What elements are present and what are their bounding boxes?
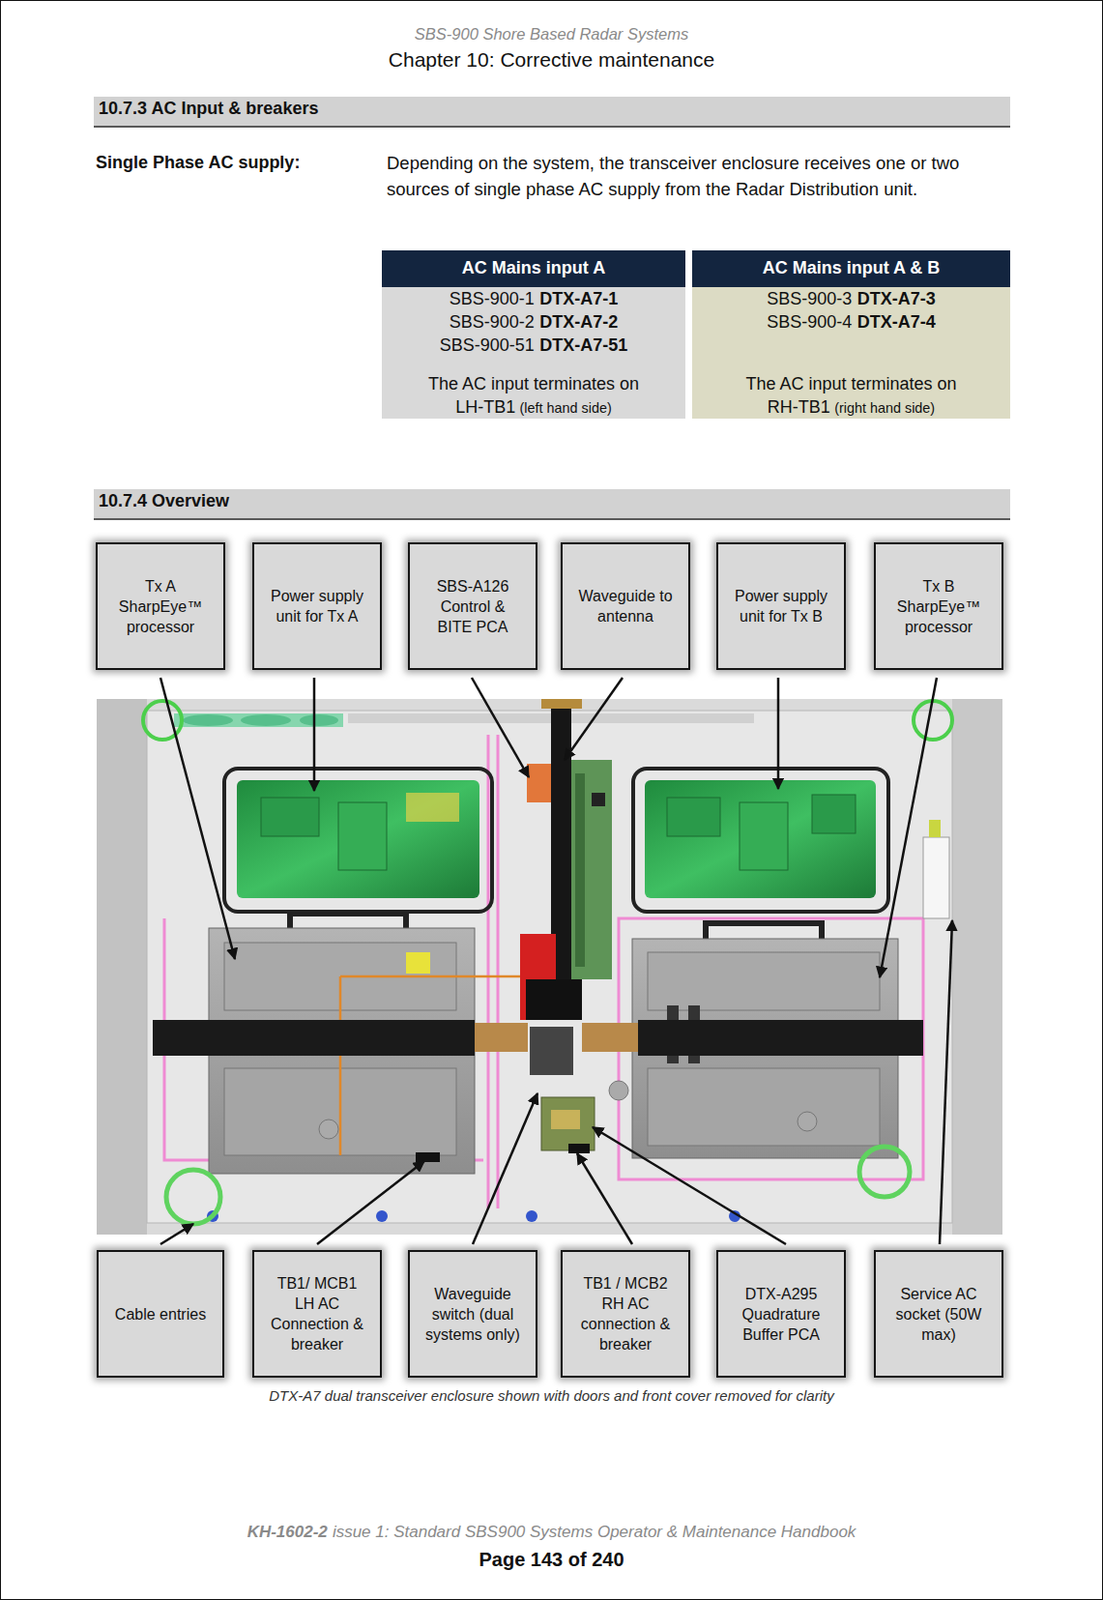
table-header: AC Mains input A & B [762,256,941,280]
text-line: Page 143 of 240 [0,1547,1103,1571]
callout-box: TB1 / MCB2 RH AC connection & breaker [560,1249,691,1378]
callout-text: Tx B SharpEye™ processor [887,576,990,638]
callout-text-holder: Tx A SharpEye™ processor [97,576,224,638]
callout-text: Cable entries [115,1304,206,1325]
table-cell: (right hand side) [834,396,935,420]
text-line: RH-TB1(right hand side) [692,395,1011,420]
table-cell: DTX-A7-4 [857,310,936,334]
table-cell: LH-TB1 [455,395,516,419]
callout-text-holder: Power supply unit for Tx A [254,585,380,627]
text-line: 10.7.3 AC Input & breakers [98,97,969,119]
callout-box: DTX-A295 Quadrature Buffer PCA [716,1249,846,1378]
field-label: Single Phase AC supply: [95,149,300,176]
callout-box: Tx B SharpEye™ processor [873,542,1004,670]
callout-text: SBS-A126 Control & BITE PCA [421,576,524,638]
running-header: SBS-900 Shore Based Radar Systems [414,24,689,44]
callout-text-holder: DTX-A295 Quadrature Buffer PCA [718,1283,844,1345]
table-cell-group: The AC input terminates onLH-TB1(left ha… [381,372,686,420]
text-line: Single Phase AC supply: [95,149,377,176]
table-cell: DTX-A7-3 [857,287,936,311]
body-text-group: Depending on the system, the transceiver… [386,149,996,203]
callout-box: Service AC socket (50W max) [873,1249,1004,1378]
callout-text: Tx A SharpEye™ processor [109,576,212,638]
table-cell: SBS-900-1 [449,287,535,311]
callout-box: Cable entries [96,1249,225,1378]
table-header-group: AC Mains input A & B [692,256,1011,280]
callout-box: TB1/ MCB1 LH AC Connection & breaker [252,1249,382,1378]
text-line: 10.7.4 Overview [98,490,969,512]
section-heading: 10.7.3 AC Input & breakers [98,97,319,119]
text-line: LH-TB1(left hand side) [381,395,686,420]
callout-box: SBS-A126 Control & BITE PCA [407,542,538,670]
section-heading: 10.7.4 Overview [98,490,230,512]
callout-text-holder: SBS-A126 Control & BITE PCA [409,576,536,638]
table-cell: SBS-900-4 [766,310,852,334]
page-number: Page 143 of 240 [478,1547,624,1571]
footer-text: issue 1: Standard SBS900 Systems Operato… [332,1521,856,1543]
text-line: The AC input terminates on [381,372,686,396]
text-line: AC Mains input A [381,256,686,280]
body-text: Depending on the system, the transceiver… [386,149,996,203]
callout-text: Service AC socket (50W max) [887,1283,990,1345]
text-line: KH-1602-2issue 1: Standard SBS900 System… [0,1521,1103,1543]
text-line: SBS-900 Shore Based Radar Systems [0,24,1103,44]
table-cell: SBS-900-3 [766,287,852,311]
callout-box: Waveguide to antenna [560,542,691,670]
table-cell: The AC input terminates on [745,372,957,396]
table-cell: RH-TB1 [767,395,831,419]
title-holder: Chapter 10: Corrective maintenance [0,47,1103,73]
table-cell: The AC input terminates on [428,372,639,396]
callout-box: Tx A SharpEye™ processor [95,542,226,670]
callout-text-holder: Waveguide to antenna [562,585,689,627]
chapter-title: Chapter 10: Corrective maintenance [0,47,1103,73]
running-header-group: SBS-900 Shore Based Radar Systems [0,24,1103,44]
callout-box: Power supply unit for Tx A [252,542,382,670]
callout-box: Power supply unit for Tx B [716,542,846,670]
table-cell-group: The AC input terminates onRH-TB1(right h… [692,372,1011,420]
table-cell: DTX-A7-2 [539,310,618,334]
table-cell: (left hand side) [520,396,612,420]
text-line: SBS-900-1DTX-A7-1 [381,287,686,311]
field-label-group: Single Phase AC supply: [95,149,377,176]
callout-box: Waveguide switch (dual systems only) [407,1249,538,1378]
callout-text: Waveguide switch (dual systems only) [421,1283,524,1345]
footer-text-group: KH-1602-2issue 1: Standard SBS900 System… [0,1521,1103,1543]
table-cell-group: SBS-900-3DTX-A7-3SBS-900-4DTX-A7-4 [692,287,1011,334]
table-cell-group: SBS-900-1DTX-A7-1SBS-900-2DTX-A7-2SBS-90… [381,287,686,357]
callout-text-holder: Tx B SharpEye™ processor [875,576,1002,638]
callout-text-holder: TB1 / MCB2 RH AC connection & breaker [562,1273,689,1355]
text-line: SBS-900-2DTX-A7-2 [381,310,686,334]
callout-text: Power supply unit for Tx A [265,585,369,627]
text-line: SBS-900-3DTX-A7-3 [692,287,1011,311]
table-cell: SBS-900-2 [449,310,535,334]
table-header-group: AC Mains input A [381,256,686,280]
table-header: AC Mains input A [462,256,606,280]
callout-text-holder: TB1/ MCB1 LH AC Connection & breaker [254,1273,380,1355]
callout-text: Waveguide to antenna [574,585,677,627]
text-line: The AC input terminates on [692,372,1011,396]
callout-text: Power supply unit for Tx B [729,585,833,627]
text-line: AC Mains input A & B [692,256,1011,280]
callout-text-holder: Service AC socket (50W max) [875,1283,1002,1345]
table-cell: SBS-900-51 [439,333,535,357]
table-cell: DTX-A7-51 [539,333,628,357]
page-number-group: Page 143 of 240 [0,1547,1103,1571]
text-line: Depending on the system, the transceiver… [386,149,996,203]
callout-text-holder: Cable entries [103,1304,218,1325]
callout-text: DTX-A295 Quadrature Buffer PCA [729,1283,833,1345]
callout-text-holder: Power supply unit for Tx B [718,585,844,627]
text-line: SBS-900-51DTX-A7-51 [381,333,686,357]
section-heading-group: 10.7.4 Overview [98,490,969,512]
footer-text: KH-1602-2 [247,1521,328,1543]
section-heading-group: 10.7.3 AC Input & breakers [98,97,969,119]
text-line: SBS-900-4DTX-A7-4 [692,310,1011,334]
caption-holder: DTX-A7 dual transceiver enclosure shown … [0,1387,1103,1405]
callout-text: TB1 / MCB2 RH AC connection & breaker [574,1273,677,1355]
figure-caption: DTX-A7 dual transceiver enclosure shown … [0,1387,1103,1405]
callout-text: TB1/ MCB1 LH AC Connection & breaker [265,1273,369,1355]
table-cell: DTX-A7-1 [539,287,618,311]
callout-text-holder: Waveguide switch (dual systems only) [409,1283,536,1345]
